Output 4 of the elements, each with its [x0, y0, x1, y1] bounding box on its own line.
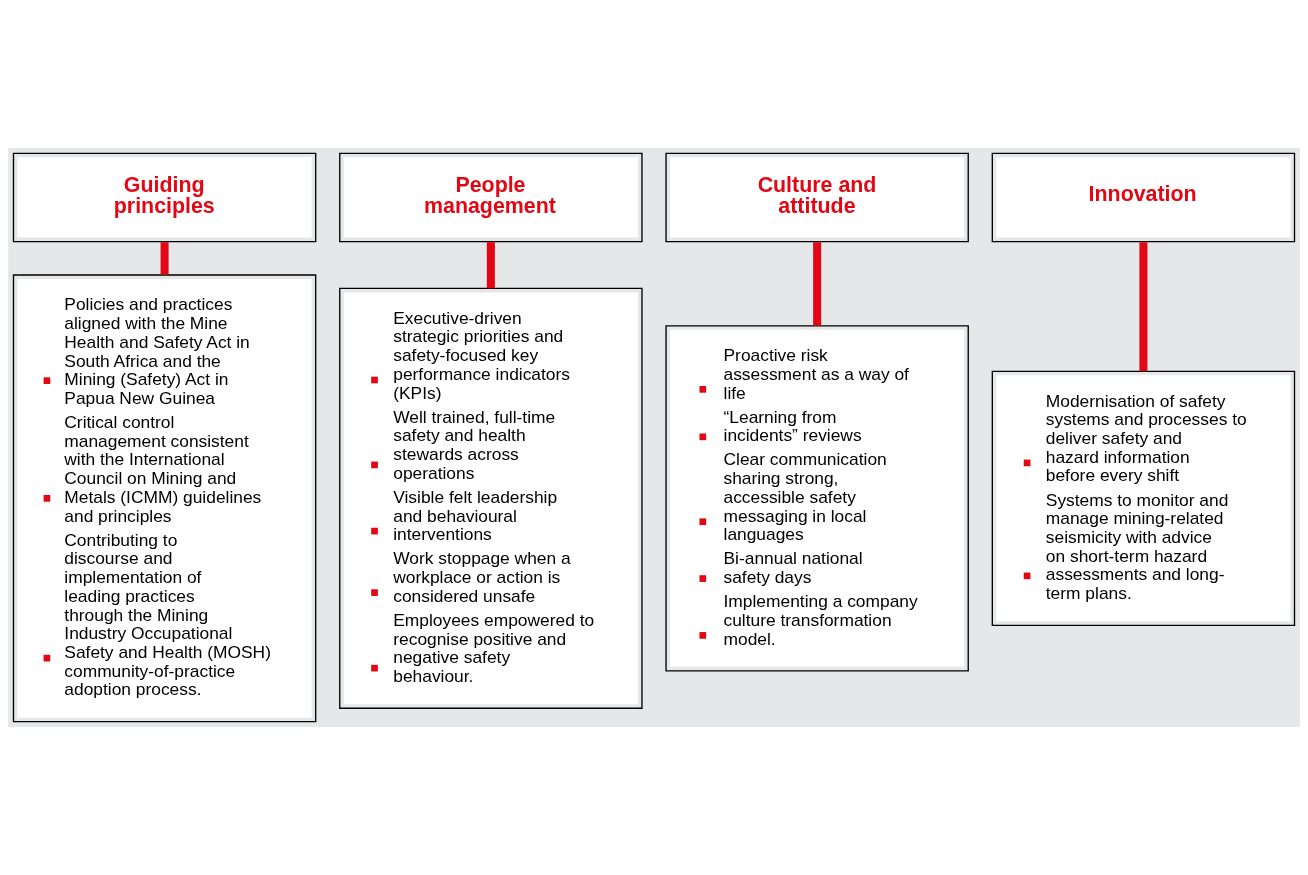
connector [160, 242, 169, 275]
connector [1139, 242, 1148, 371]
connector [486, 242, 495, 289]
connector [813, 242, 822, 326]
